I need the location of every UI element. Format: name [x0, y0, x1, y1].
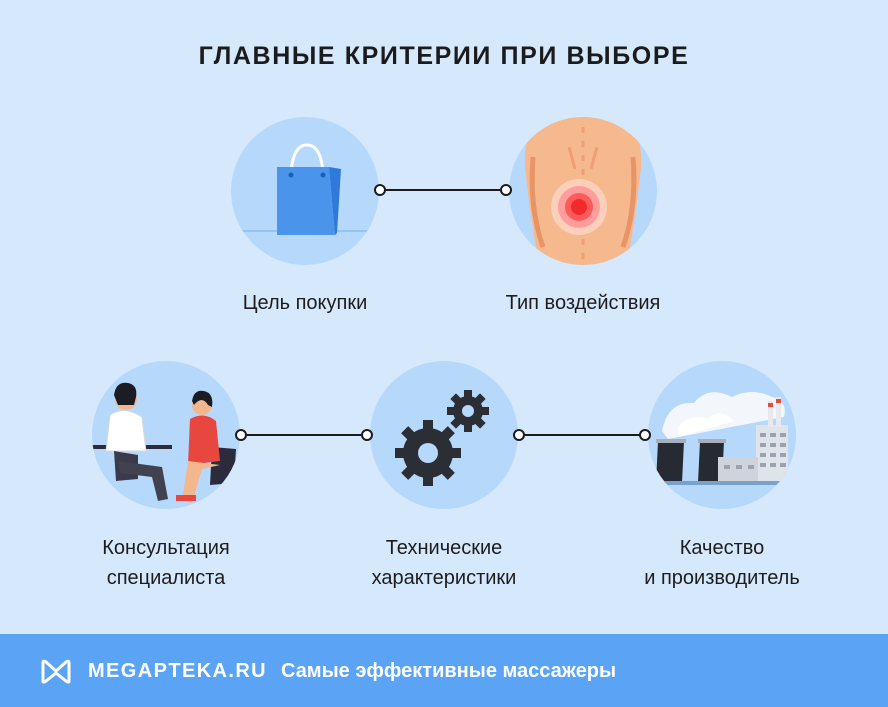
- logo-icon: [41, 659, 71, 684]
- connector-row1: [374, 184, 512, 196]
- connector-row2-right: [513, 429, 651, 441]
- footer-tagline: Самые эффективные массажеры: [281, 660, 617, 682]
- criterion-label-quality: Качество и производитель: [644, 537, 800, 589]
- criterion-label-effect: Тип воздействия: [505, 292, 661, 314]
- footer-bar: MEGAPTEKA.RU Самые эффективные массажеры: [0, 634, 888, 707]
- criterion-label-consultation: Консультация специалиста: [102, 537, 230, 589]
- connector-row2-left: [235, 429, 373, 441]
- criterion-circle-quality: [648, 361, 796, 509]
- shopping-bag-icon: [239, 143, 371, 235]
- criterion-label-purpose: Цель покупки: [242, 292, 368, 314]
- criterion-circle-purpose: [231, 117, 379, 265]
- criterion-circle-effect: [509, 117, 657, 265]
- criterion-circle-specs: [370, 361, 518, 509]
- factory-icon: [648, 392, 796, 485]
- back-pain-icon: [524, 117, 642, 265]
- gears-icon: [395, 390, 489, 486]
- brand-name[interactable]: MEGAPTEKA.RU: [88, 660, 268, 682]
- criterion-label-specs: Технические характеристики: [371, 537, 517, 589]
- criterion-circle-consultation: [92, 361, 240, 509]
- page-title: ГЛАВНЫЕ КРИТЕРИИ ПРИ ВЫБОРЕ: [198, 42, 690, 70]
- consultation-icon: [92, 382, 236, 503]
